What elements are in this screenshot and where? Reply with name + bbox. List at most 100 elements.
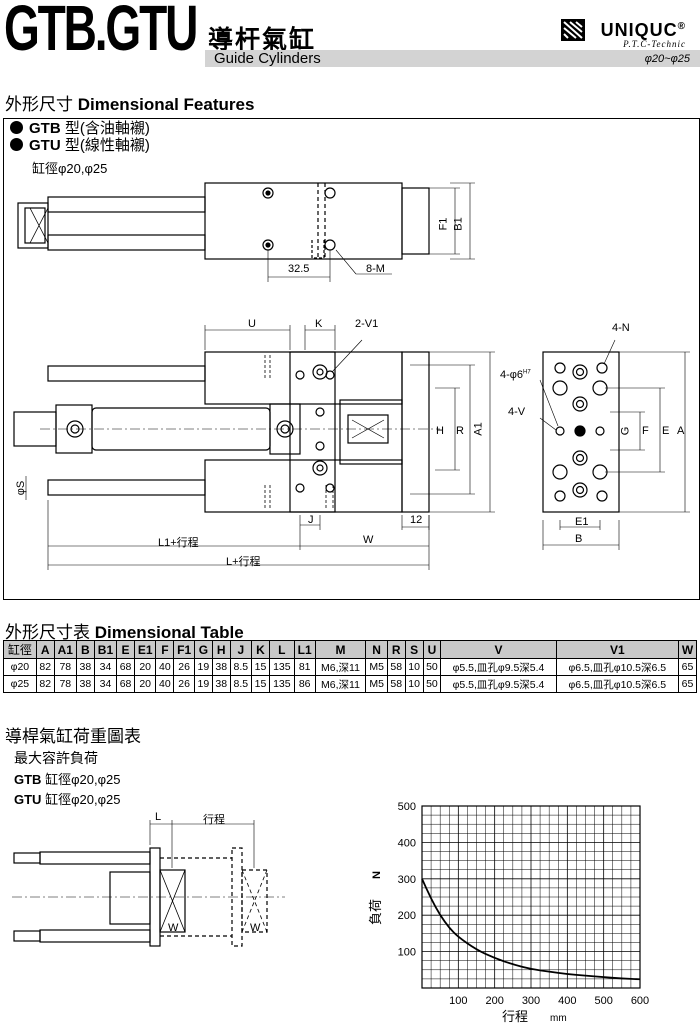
y-axis-unit: N xyxy=(371,871,383,879)
dim-w: W xyxy=(363,534,374,546)
dim-4n: 4-N xyxy=(612,322,630,334)
dim-g: G xyxy=(619,426,632,436)
header-bar xyxy=(205,50,700,67)
table-cell: φ5.5,皿孔φ9.5深5.4 xyxy=(440,675,557,693)
diagram-w2: W xyxy=(250,922,261,934)
x-tick-label: 500 xyxy=(594,995,612,1007)
table-header-cell: L1 xyxy=(293,640,316,659)
table-header-cell: H xyxy=(211,640,231,659)
dim-l1: L1+行程 xyxy=(158,537,199,549)
y-tick-label: 200 xyxy=(398,910,416,922)
table-cell: 50 xyxy=(422,675,442,693)
table-header-cell: V1 xyxy=(555,640,679,659)
table-header-cell: K xyxy=(251,640,270,659)
table-cell: 82 xyxy=(35,675,55,693)
table-cell: 15 xyxy=(251,675,270,693)
x-tick-label: 200 xyxy=(485,995,503,1007)
table-header-cell: J xyxy=(229,640,253,659)
table-cell: 135 xyxy=(268,658,295,676)
table-cell: 82 xyxy=(35,658,55,676)
x-axis-unit: mm xyxy=(550,1013,567,1024)
brand-subtitle: P.T.C-Technic xyxy=(623,39,686,49)
table-cell: 40 xyxy=(155,658,175,676)
y-tick-label: 500 xyxy=(398,801,416,813)
dim-12: 12 xyxy=(410,514,423,526)
table-cell: 26 xyxy=(173,658,195,676)
title-english: Guide Cylinders xyxy=(214,50,321,67)
dim-b: B xyxy=(575,533,583,545)
brand-logo-icon xyxy=(561,19,585,41)
x-axis-label: 行程 xyxy=(502,1010,528,1024)
bore-note: 缸徑φ20,φ25 xyxy=(32,161,108,176)
y-tick-label: 400 xyxy=(398,837,416,849)
features-title: 外形尺寸 Dimensional Features xyxy=(5,95,255,114)
diagram-stroke: 行程 xyxy=(203,814,225,826)
table-cell: 8.5 xyxy=(229,675,253,693)
table-cell: 10 xyxy=(404,658,424,676)
dim-s: φS xyxy=(15,480,28,496)
table-header-cell: G xyxy=(193,640,213,659)
dim-f1: F1 xyxy=(437,217,450,231)
table-cell: 34 xyxy=(93,658,118,676)
table-header-cell: S xyxy=(404,640,424,659)
load-subtitle: 最大容許負荷 xyxy=(14,750,98,766)
dim-e: E xyxy=(662,425,670,437)
dim-u: U xyxy=(248,318,256,330)
table-cell: 38 xyxy=(211,658,231,676)
table-cell: 58 xyxy=(386,658,406,676)
table-cell: 65 xyxy=(677,658,698,676)
x-tick-label: 100 xyxy=(449,995,467,1007)
table-header-cell: B xyxy=(75,640,95,659)
table-header-cell: F1 xyxy=(173,640,195,659)
dim-l: L+行程 xyxy=(226,556,261,568)
table-cell: 38 xyxy=(211,675,231,693)
table-cell: 68 xyxy=(116,658,135,676)
table-header-cell: L xyxy=(268,640,295,659)
table-cell: 50 xyxy=(422,658,442,676)
table-header-cell: F xyxy=(155,640,175,659)
model-title: GTB.GTU xyxy=(4,0,198,64)
table-cell: φ25 xyxy=(3,675,37,693)
table-header-cell: V xyxy=(440,640,557,659)
dim-2v1: 2-V1 xyxy=(355,318,379,330)
y-tick-label: 100 xyxy=(398,947,416,959)
table-cell: 58 xyxy=(386,675,406,693)
bullet-icon xyxy=(10,138,23,151)
dim-4v: 4-V xyxy=(508,406,526,418)
front-view xyxy=(13,325,495,570)
table-header-cell: 缸徑 xyxy=(3,640,37,659)
diagram-l: L xyxy=(155,811,162,823)
bullet-icon xyxy=(10,121,23,134)
table-header-cell: A1 xyxy=(53,640,77,659)
brand-name: UNIQUC® xyxy=(600,20,686,40)
table-cell: 38 xyxy=(75,675,95,693)
type-gtu: GTU 型(線性軸襯) xyxy=(10,137,150,155)
table-cell: 135 xyxy=(268,675,295,693)
table-cell: 19 xyxy=(193,658,213,676)
dim-k: K xyxy=(315,318,323,330)
table-header-cell: E xyxy=(116,640,135,659)
dim-f: F xyxy=(642,425,649,437)
load-title: 導桿氣缸荷重圖表 xyxy=(5,727,141,746)
bore-range: φ20~φ25 xyxy=(644,53,690,65)
technical-drawing xyxy=(13,182,690,570)
load-gtb: GTB 缸徑φ20,φ25 xyxy=(14,772,121,787)
table-cell: 38 xyxy=(75,658,95,676)
y-tick-label: 300 xyxy=(398,874,416,886)
dim-a1: A1 xyxy=(472,422,485,436)
type-gtb: GTB 型(含油軸襯) xyxy=(10,120,150,138)
dim-32-5: 32.5 xyxy=(288,263,310,275)
dim-r: R xyxy=(456,425,464,437)
table-cell: φ6.5,皿孔φ10.5深6.5 xyxy=(555,658,679,676)
table-cell: 10 xyxy=(404,675,424,693)
table-cell: M6,深11 xyxy=(314,658,367,676)
load-curve xyxy=(421,878,641,981)
dim-8m: 8-M xyxy=(366,263,385,275)
table-header-cell: R xyxy=(386,640,406,659)
table-header-cell: M xyxy=(314,640,367,659)
table-cell: φ5.5,皿孔φ9.5深5.4 xyxy=(440,658,557,676)
